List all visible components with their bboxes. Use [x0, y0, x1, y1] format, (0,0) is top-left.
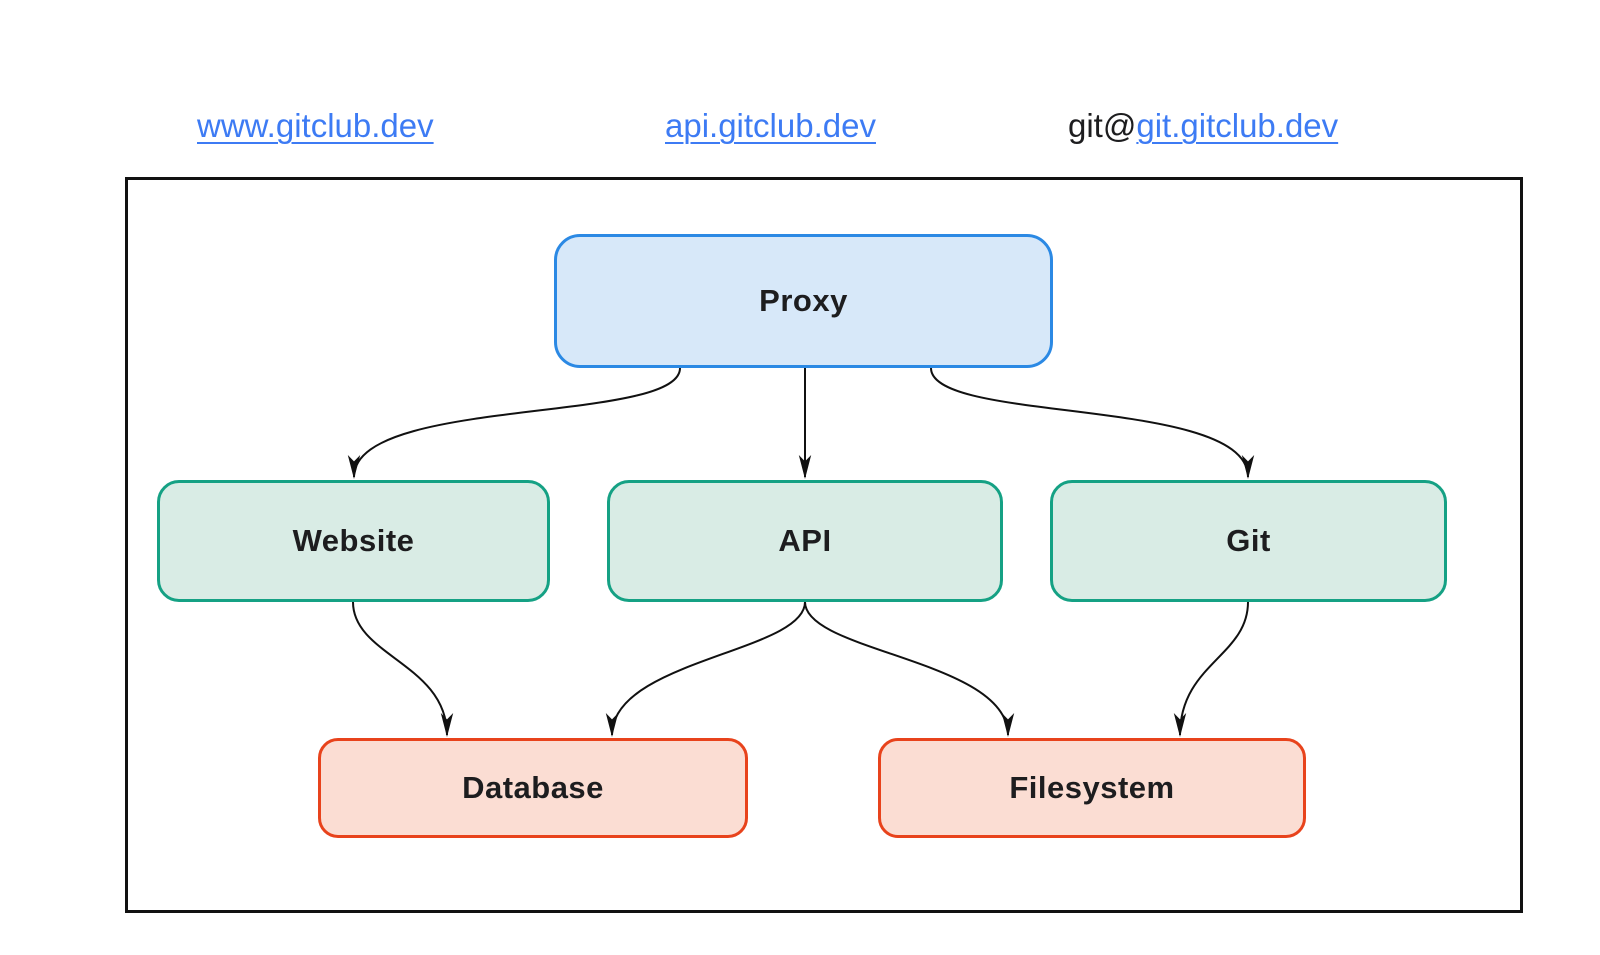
node-database: Database: [318, 738, 748, 838]
node-filesystem: Filesystem: [878, 738, 1306, 838]
edge-api-database: [605, 601, 806, 737]
node-api: API: [607, 480, 1003, 602]
edge-proxy-git: [930, 367, 1255, 479]
link-www-gitclub-dev[interactable]: www.gitclub.dev: [197, 107, 434, 144]
node-proxy: Proxy: [554, 234, 1053, 368]
node-git: Git: [1050, 480, 1447, 602]
link-api-gitclub-dev[interactable]: api.gitclub.dev: [665, 107, 876, 144]
edge-api-filesystem: [804, 601, 1015, 737]
edge-website-database: [352, 601, 454, 737]
link-git-gitclub-dev-group: git@git.gitclub.dev: [1068, 106, 1338, 146]
link-git-gitclub-dev[interactable]: git.gitclub.dev: [1136, 107, 1339, 144]
git-user-prefix: git@: [1068, 107, 1137, 144]
node-website: Website: [157, 480, 550, 602]
edge-proxy-website: [347, 367, 681, 479]
edge-git-filesystem: [1173, 601, 1249, 737]
